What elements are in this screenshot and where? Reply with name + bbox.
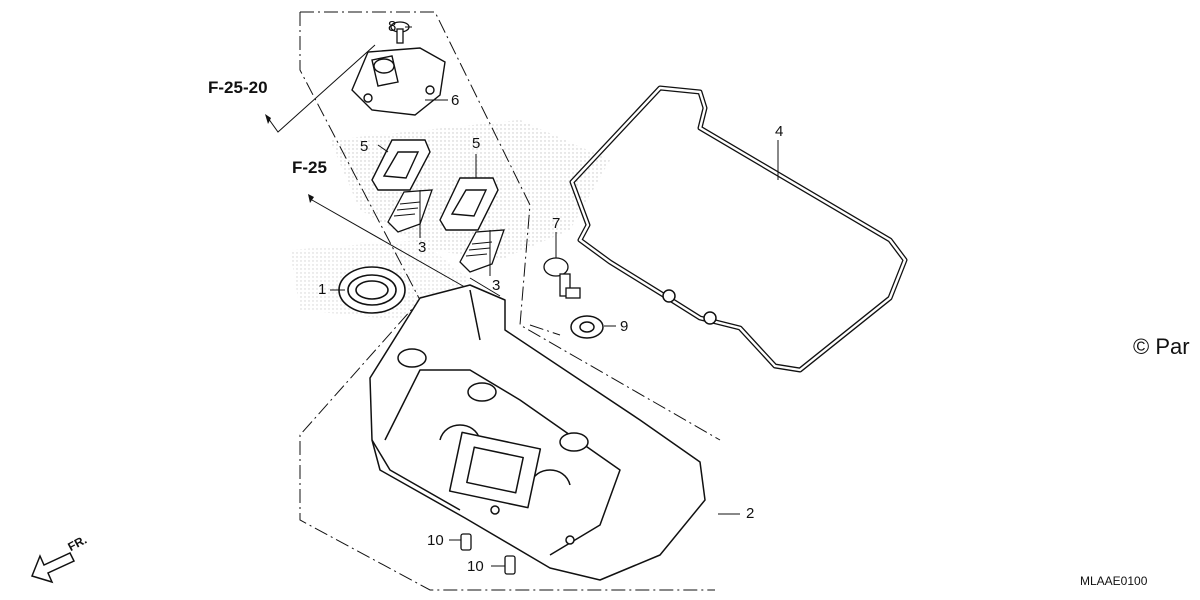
leader-lines [330, 26, 779, 567]
ref-f-25-20[interactable]: F-25-20 [208, 78, 268, 97]
part-1-seal [338, 266, 406, 314]
ref-arrows [265, 114, 314, 203]
part-5-seal-left [371, 139, 431, 191]
callout-5-left: 5 [360, 138, 369, 155]
part-4-gasket-inner [570, 86, 907, 372]
callout-10-upper: 10 [427, 532, 444, 549]
part-8-bolt [390, 21, 410, 44]
ref-f-25[interactable]: F-25 [292, 158, 327, 177]
callout-3-lower: 3 [492, 277, 501, 294]
gasket-holes [662, 289, 717, 325]
callout-7: 7 [552, 215, 561, 232]
boundary-lines [299, 11, 721, 591]
diagram-code: MLAAE0100 [1080, 574, 1148, 588]
part-6-breather-cover [351, 47, 446, 116]
callout-10-lower: 10 [467, 558, 484, 575]
callout-1: 1 [318, 281, 327, 298]
part-5-seal-right [439, 177, 499, 231]
part-7-bolt [543, 257, 581, 299]
front-direction-arrow [30, 552, 76, 584]
part-10-pins [460, 533, 516, 575]
part-3-plate-upper [387, 189, 433, 233]
callout-3-upper: 3 [418, 239, 427, 256]
callout-5-right: 5 [472, 135, 481, 152]
part-2-head-cover [369, 284, 706, 581]
callout-6: 6 [451, 92, 460, 109]
part-3-plate-lower [459, 229, 505, 273]
copyright-text: © Par [1133, 334, 1190, 359]
part-9-grommet [570, 315, 604, 339]
callout-2: 2 [746, 505, 755, 522]
callout-9: 9 [620, 318, 629, 335]
callout-4: 4 [775, 123, 784, 140]
callout-8: 8 [388, 18, 397, 35]
